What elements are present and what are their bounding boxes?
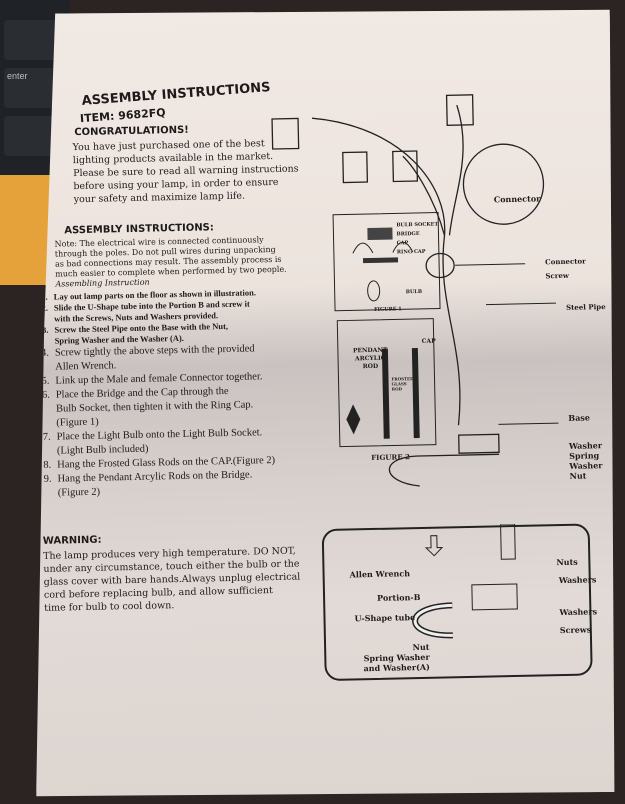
label-u-shape-tube: U-Shape tube	[354, 612, 415, 623]
assembly-note: Note: The electrical wire is connected c…	[55, 235, 287, 290]
step-text: Allen Wrench.	[55, 360, 116, 372]
step-number: 1.	[26, 292, 48, 303]
step-number: 2.	[26, 303, 48, 314]
label-screws: Screws	[560, 624, 592, 635]
step-text: (Light Bulb included)	[57, 444, 149, 457]
step-number: 5.	[27, 375, 49, 389]
label-steel-pipe: Steel Pipe	[566, 302, 606, 312]
key-label: enter	[7, 71, 28, 81]
label-base: Base	[568, 412, 590, 422]
label-screw: Screw	[545, 271, 569, 280]
label-washers-top: Washers	[559, 574, 597, 585]
label-washers-bottom: Washers	[559, 606, 597, 617]
step-text: Bulb Socket, then tighten it with the Ri…	[56, 399, 253, 414]
assembly-steps: 1.Lay out lamp parts on the floor as sho…	[26, 287, 276, 501]
step-text: Hang the Pendant Arcylic Rods on the Bri…	[57, 469, 252, 484]
step-number: 8.	[29, 459, 51, 473]
figure-1-bulb-label: BULB	[406, 289, 422, 295]
step-text: (Figure 2)	[58, 487, 101, 499]
item-number: ITEM: 9682FQ	[80, 106, 166, 125]
warning-heading: WARNING:	[43, 535, 102, 547]
orange-object	[0, 175, 50, 285]
doc-title: ASSEMBLY INSTRUCTIONS	[81, 80, 271, 109]
step-number: 7.	[29, 431, 51, 445]
label-portion-b: Portion-B	[377, 592, 421, 603]
figure-2-cap-label: CAP	[422, 338, 436, 345]
step-text: Screw tightly the above steps with the p…	[55, 343, 255, 358]
step-number: 4.	[27, 347, 49, 361]
keyboard-key-enter: enter	[4, 68, 60, 108]
warning-text: The lamp produces very high temperature.…	[43, 545, 301, 615]
base-assembly-diagram	[321, 522, 596, 683]
keyboard-key	[4, 20, 60, 60]
connector-callout: Connector	[494, 193, 541, 204]
step-text: Link up the Male and female Connector to…	[55, 371, 262, 386]
figure-1-caption: FIGURE 1	[374, 306, 402, 313]
figure-2-caption: FIGURE 2	[371, 452, 410, 462]
instruction-sheet: ASSEMBLY INSTRUCTIONS ITEM: 9682FQ CONGR…	[20, 2, 625, 804]
step-number: 9.	[29, 473, 51, 487]
step-number: 3.	[26, 325, 48, 336]
step-text: (Figure 1)	[56, 417, 99, 429]
label-allen-wrench: Allen Wrench	[349, 568, 410, 579]
step-text: Place the Light Bulb onto the Light Bulb…	[57, 427, 263, 442]
congrats-heading: CONGRATULATIONS!	[74, 125, 189, 138]
label-nuts: Nuts	[556, 557, 578, 567]
label-connector: Connector	[545, 256, 586, 266]
assembly-heading: ASSEMBLY INSTRUCTIONS:	[64, 222, 214, 236]
step-number: 6.	[28, 389, 50, 403]
step-text: Place the Bridge and the Cap through the	[56, 386, 229, 401]
